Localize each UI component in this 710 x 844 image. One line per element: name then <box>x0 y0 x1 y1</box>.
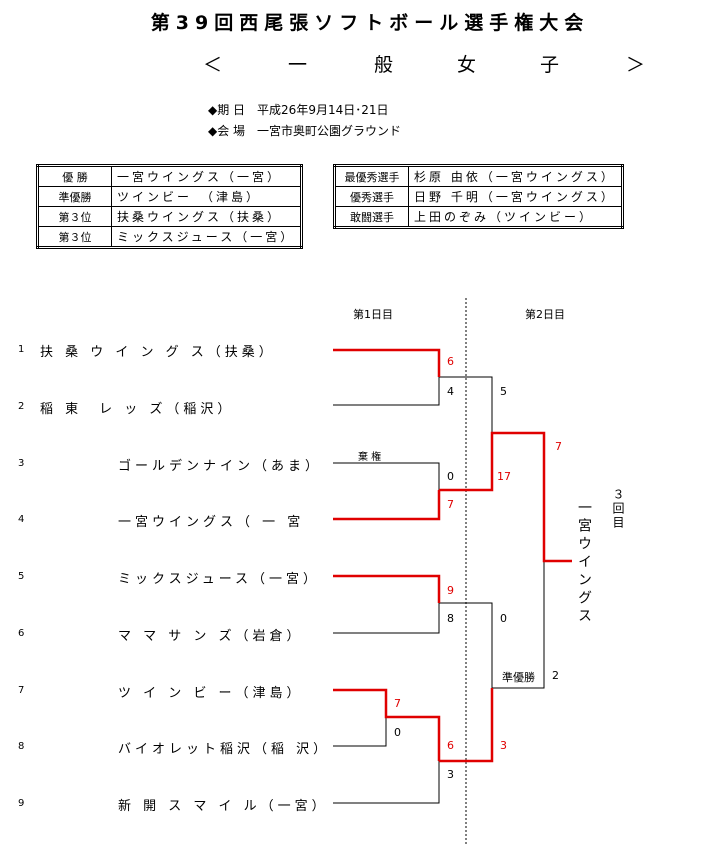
team-number: 9 <box>18 798 25 809</box>
forfeit-label: 棄 権 <box>358 452 382 463</box>
subtitle-open: ＜ <box>203 54 223 76</box>
team-number: 3 <box>18 458 25 469</box>
results-table: 優 勝一宮ウイングス（一宮） 準優勝ツインビー （津島） 第３位扶桑ウイングス（… <box>36 164 304 249</box>
runner-up-label: 準優勝 <box>502 671 535 684</box>
subtitle-char: 般 <box>374 54 394 76</box>
round3-label: ３回目 <box>611 488 625 530</box>
bracket-black <box>333 376 545 804</box>
day1-label: 第1日目 <box>353 308 393 321</box>
award-row: 敢闘選手上田のぞみ（ツインビー） <box>334 206 623 228</box>
score-winner: 17 <box>497 470 511 483</box>
award-row: 優秀選手日野 千明（一宮ウイングス） <box>334 186 623 207</box>
score-loser: 0 <box>500 612 507 625</box>
result-value: ミックスジュース（一宮） <box>110 226 303 248</box>
score-winner: 7 <box>394 697 401 710</box>
award-value: 上田のぞみ（ツインビー） <box>408 206 623 228</box>
result-row: 第３位扶桑ウイングス（扶桑） <box>37 206 303 227</box>
score-winner: 7 <box>555 440 562 453</box>
subtitle-char: 一 <box>288 54 308 76</box>
score-winner: 7 <box>447 498 454 511</box>
result-value: ツインビー （津島） <box>110 186 303 207</box>
result-row: 準優勝ツインビー （津島） <box>37 186 303 207</box>
award-label: 敢闘選手 <box>334 206 409 228</box>
score-loser: 2 <box>552 669 559 682</box>
team-name: ツ イ ン ビ ー（津島） <box>118 686 304 701</box>
result-row: 第３位ミックスジュース（一宮） <box>37 226 303 248</box>
subtitle-close: ＞ <box>626 54 646 76</box>
team-number: 2 <box>18 401 25 412</box>
award-label: 優秀選手 <box>334 186 409 207</box>
score-loser: 8 <box>447 612 454 625</box>
score-loser: 5 <box>500 385 507 398</box>
event-date: ◆期 日 平成26年9月14日･21日 <box>208 103 389 117</box>
team-name: マ マ サ ン ズ（岩倉） <box>118 629 304 644</box>
team-name: 新 開 ス マ イ ル（一宮） <box>118 799 329 814</box>
team-number: 1 <box>18 344 25 355</box>
bracket-red <box>333 348 572 763</box>
team-number: 4 <box>18 514 25 525</box>
score-winner: 3 <box>500 739 507 752</box>
team-number: 6 <box>18 628 25 639</box>
score-loser: 0 <box>447 470 454 483</box>
subtitle-char: 子 <box>540 54 560 76</box>
team-name: ゴールデンナイン（あま） <box>118 459 323 474</box>
team-name: 稲 東 レ ッ ズ（稲沢） <box>40 402 235 417</box>
award-label: 最優秀選手 <box>334 165 409 187</box>
result-value: 扶桑ウイングス（扶桑） <box>110 206 303 227</box>
score-winner: 6 <box>447 355 454 368</box>
team-name: バイオレット稲沢（稲 沢） <box>118 742 331 757</box>
team-name: 扶 桑 ウ イ ン グ ス（扶桑） <box>40 345 276 360</box>
subtitle-char: 女 <box>457 54 477 76</box>
score-loser: 3 <box>447 768 454 781</box>
awards-table: 最優秀選手杉原 由依（一宮ウイングス） 優秀選手日野 千明（一宮ウイングス） 敢… <box>333 164 624 229</box>
score-loser: 4 <box>447 385 454 398</box>
score-loser: 0 <box>394 726 401 739</box>
result-label: 第３位 <box>37 206 112 227</box>
event-venue: ◆会 場 一宮市奥町公園グラウンド <box>208 124 402 138</box>
score-winner: 9 <box>447 584 454 597</box>
team-number: 5 <box>18 571 25 582</box>
team-number: 8 <box>18 741 25 752</box>
day2-label: 第2日目 <box>525 308 565 321</box>
team-number: 7 <box>18 685 25 696</box>
score-winner: 6 <box>447 739 454 752</box>
page-title: 第39回西尾張ソフトボール選手権大会 <box>150 12 590 34</box>
award-value: 日野 千明（一宮ウイングス） <box>408 186 623 207</box>
result-label: 優 勝 <box>37 165 112 187</box>
team-name: ミックスジュース（一宮） <box>118 572 321 587</box>
champion-name: 一宮ウイングス <box>576 500 592 626</box>
team-name: 一宮ウイングス（ 一 宮 <box>118 515 305 530</box>
